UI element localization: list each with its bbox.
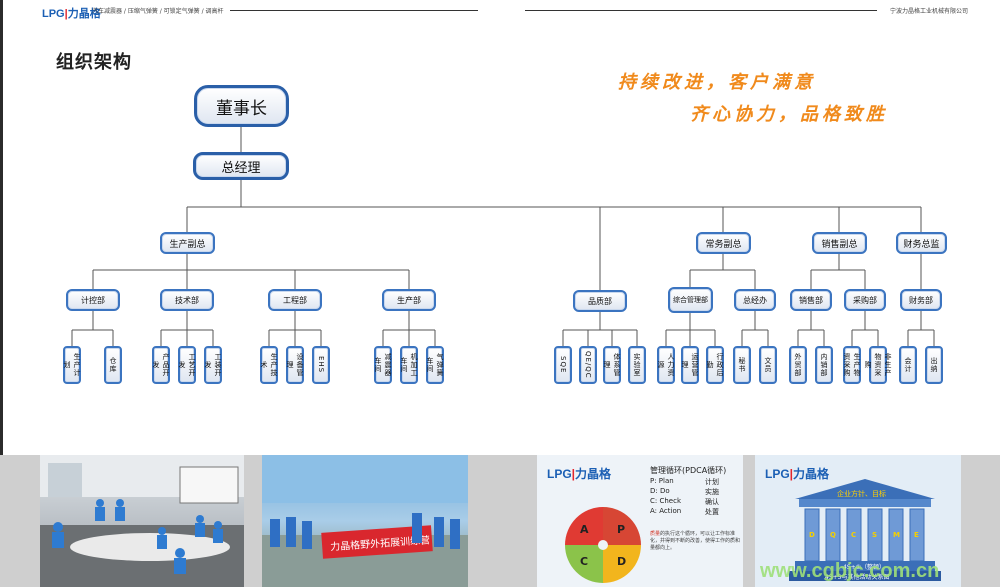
pillar-m: M [893, 531, 900, 539]
watermark: www.cgbjc.com.cn [760, 560, 940, 582]
org-box-cfo: 财务总监 [896, 232, 947, 254]
org-box-production-purchasing: 生产物资采购 [843, 346, 861, 384]
org-box-admin-logistics: 行政后勤 [706, 346, 724, 384]
org-box-production-dept: 生产部 [382, 289, 436, 311]
org-box-gm-office: 总经办 [734, 289, 776, 311]
org-box-shock-absorber-workshop: 减震器车间 [374, 346, 392, 384]
pillar-s: S [872, 531, 877, 539]
meeting-room-photo [40, 455, 244, 587]
org-box-general-manager: 总经理 [193, 152, 289, 180]
pillar-e: E [914, 531, 919, 539]
org-chart-connectors [71, 127, 935, 346]
temple-card-logo: LPG|力晶格 [765, 467, 830, 481]
org-box-nonproduction-purchasing: 非生产物资采购 [864, 346, 892, 384]
org-box-equipment-mgmt: 设备管理 [286, 346, 304, 384]
pdca-wheel: A P C D [565, 507, 641, 583]
section-title: 组织架构 [56, 52, 132, 73]
org-box-quality-dept: 品质部 [573, 290, 627, 312]
slogan-line-1: 持续改进，客户满意 [618, 72, 816, 93]
org-box-gas-spring-workshop: 气弹簧车间 [426, 346, 444, 384]
pillar-c: C [851, 531, 856, 539]
pdca-quadrant-d: D [617, 555, 626, 568]
pillar-q: Q [830, 531, 836, 539]
product-taglines: 汽车减震器 / 压缩气弹簧 / 可锁定气弹簧 / 调高杆 [92, 8, 224, 15]
org-box-ehs: EHS [312, 346, 330, 384]
pdca-quadrant-c: C [580, 555, 588, 568]
outdoor-training-photo: 力晶格野外拓展训练营 [262, 455, 468, 587]
org-box-domestic-sales: 内销部 [815, 346, 833, 384]
org-box-technical-dept: 技术部 [160, 289, 214, 311]
org-box-foreign-trade: 外贸部 [789, 346, 807, 384]
org-box-tooling-dev: 工装开发 [204, 346, 222, 384]
org-box-qe-qc: QE/QC [579, 346, 597, 384]
page-left-border [0, 0, 3, 455]
org-box-plan-control-dept: 计控部 [66, 289, 120, 311]
org-box-human-resources: 人力资源 [657, 346, 675, 384]
org-box-accountant: 会计 [899, 346, 917, 384]
org-box-production-tech: 生产技术 [260, 346, 278, 384]
temple-base-text: 4S+①（整顿） [843, 563, 885, 571]
temple-diagram: 企业方针、目标 D Q C S M E 4S+①（整顿） 4S+5与其他活动关系… [789, 479, 941, 581]
org-box-sales-dept: 销售部 [790, 289, 832, 311]
org-box-secretary: 秘书 [733, 346, 751, 384]
company-name: 宁波力晶格工业机械有限公司 [890, 8, 969, 15]
org-box-cashier: 出纳 [925, 346, 943, 384]
org-box-engineering-dept: 工程部 [268, 289, 322, 311]
pillar-d: D [809, 531, 815, 539]
org-box-warehouse: 仓库 [104, 346, 122, 384]
org-box-clerk: 文员 [759, 346, 777, 384]
org-box-operations-mgmt: 运营管理 [681, 346, 699, 384]
pdca-card-logo: LPG|力晶格 [547, 467, 612, 481]
header-divider [230, 10, 478, 11]
pdca-quadrant-p: P [617, 523, 625, 536]
org-box-executive-vp: 常务副总 [696, 232, 751, 254]
pdca-note: 质量的执行这个循环，可以让工作标准化，并得到不断的改善，使得工作的质和量都向上。 [650, 531, 741, 551]
temple-roof-text: 企业方针、目标 [837, 489, 886, 498]
org-box-laboratory: 实验室 [628, 346, 646, 384]
org-box-machining-workshop: 机加工车间 [400, 346, 418, 384]
org-box-production-vp: 生产副总 [160, 232, 215, 254]
org-box-product-dev: 产品开发 [152, 346, 170, 384]
org-box-admin-mgmt-dept: 综合管理部 [668, 287, 713, 313]
page-header: LPG|力晶格 汽车减震器 / 压缩气弹簧 / 可锁定气弹簧 / 调高杆 宁波力… [0, 0, 1000, 22]
temple-caption: 4S+5与其他活动关系图 [825, 573, 889, 581]
org-box-chairman: 董事长 [194, 85, 289, 127]
org-box-finance-dept: 财务部 [900, 289, 942, 311]
4s-temple-card: LPG|力晶格 企业方针、目标 D Q C S M E 4S+①（整顿） 4S+… [755, 455, 961, 587]
org-box-system-mgmt: 体系管理 [603, 346, 621, 384]
brand-logo: LPG|力晶格 [42, 8, 101, 20]
org-box-production-planning: 生产计划 [63, 346, 81, 384]
org-box-sqe: SQE [554, 346, 572, 384]
header-divider [525, 10, 877, 11]
pdca-quadrant-a: A [580, 523, 589, 536]
org-box-sales-vp: 销售副总 [812, 232, 867, 254]
pdca-title: 管理循环(PDCA循环) [650, 466, 727, 475]
slogan-line-2: 齐心协力，品格致胜 [690, 104, 888, 125]
org-box-process-dev: 工艺开发 [178, 346, 196, 384]
org-box-purchasing-dept: 采购部 [844, 289, 886, 311]
